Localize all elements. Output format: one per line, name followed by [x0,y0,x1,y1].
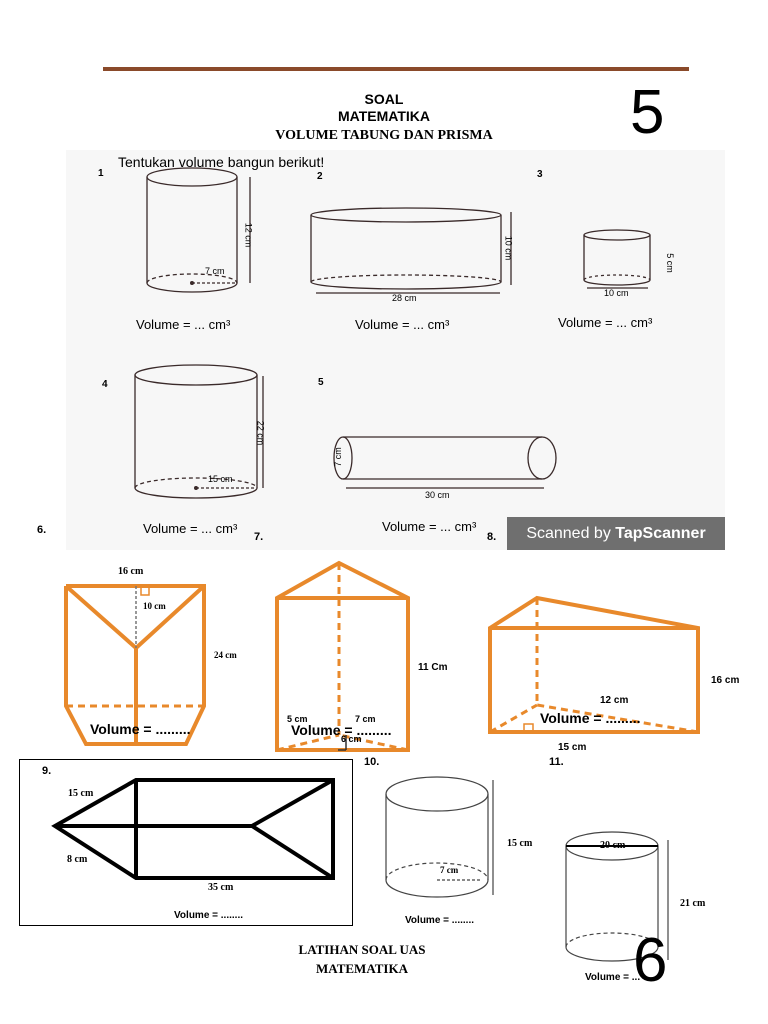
cyl4-radius: 15 cm [208,474,233,484]
volume-label-4: Volume = ... cm³ [143,521,238,536]
volume-label-2: Volume = ... cm³ [355,317,450,332]
footer-line-2: MATEMATIKA [316,961,408,976]
q9-dim-a: 15 cm [68,788,94,799]
q10-height: 15 cm [507,838,533,849]
q8-base-b: 15 cm [558,742,587,753]
page-number-top: 5 [630,78,665,147]
q7-dim-a: 5 cm [287,714,308,724]
cyl2-diameter: 28 cm [392,293,417,303]
scanner-watermark: Scanned by TapScanner [507,517,725,550]
q11-height: 21 cm [680,898,706,909]
footer-line-1: LATIHAN SOAL UAS [298,942,426,957]
scanned-image [66,150,725,550]
volume-label-3: Volume = ... cm³ [558,315,653,330]
q8-height-dim: 16 cm [711,675,740,686]
watermark-brand: TapScanner [615,525,706,542]
cyl1-radius: 7 cm [205,266,225,276]
header-rule [103,67,689,71]
q6-inner-dim: 10 cm [143,601,166,611]
page-number-bottom: 6 [633,926,668,995]
page-subtitle: VOLUME TABUNG DAN PRISMA [275,128,493,143]
q8-base-a: 12 cm [600,695,629,706]
q11-volume: Volume = ... [585,972,641,983]
item-number-1: 1 [98,168,104,179]
item-number-2: 2 [317,171,323,182]
title-matematika: MATEMATIKA [337,108,431,124]
q6-top-dim: 16 cm [118,566,144,577]
q7-height-dim: 11 Cm [418,662,448,673]
q7-dim-b: 7 cm [355,714,376,724]
volume-label-1: Volume = ... cm³ [136,317,231,332]
q6-volume: Volume = ......... [90,721,191,737]
cyl5-length: 30 cm [425,490,450,500]
q8-volume: Volume = ......... [540,710,641,726]
q10-volume: Volume = ........ [405,915,474,926]
q9-dim-b: 8 cm [67,854,88,865]
q10-number: 10. [364,756,380,768]
q11-number: 11. [549,756,564,768]
q6-number: 6. [37,524,47,536]
item-number-5: 5 [318,377,324,388]
watermark-prefix: Scanned by [526,525,616,542]
title-soal: SOAL [364,91,404,107]
q7-number: 7. [254,531,264,543]
cyl3-diameter: 10 cm [604,288,629,298]
volume-label-5: Volume = ... cm³ [382,519,477,534]
q6-height-dim: 24 cm [214,650,237,660]
q10-radius: 7 cm [440,865,459,875]
item-number-3: 3 [537,169,543,180]
question-9-box [19,759,353,926]
q7-volume: Volume = ......... [291,722,392,738]
q9-number: 9. [42,765,52,777]
q8-number: 8. [487,531,497,543]
q7-dim-c: 6 cm [341,734,362,744]
q9-volume: Volume = ........ [174,910,243,921]
instruction-text: Tentukan volume bangun berikut! [118,154,325,170]
item-number-4: 4 [102,379,108,390]
q9-length: 35 cm [208,882,234,893]
q11-diameter: 20 cm [600,840,626,851]
